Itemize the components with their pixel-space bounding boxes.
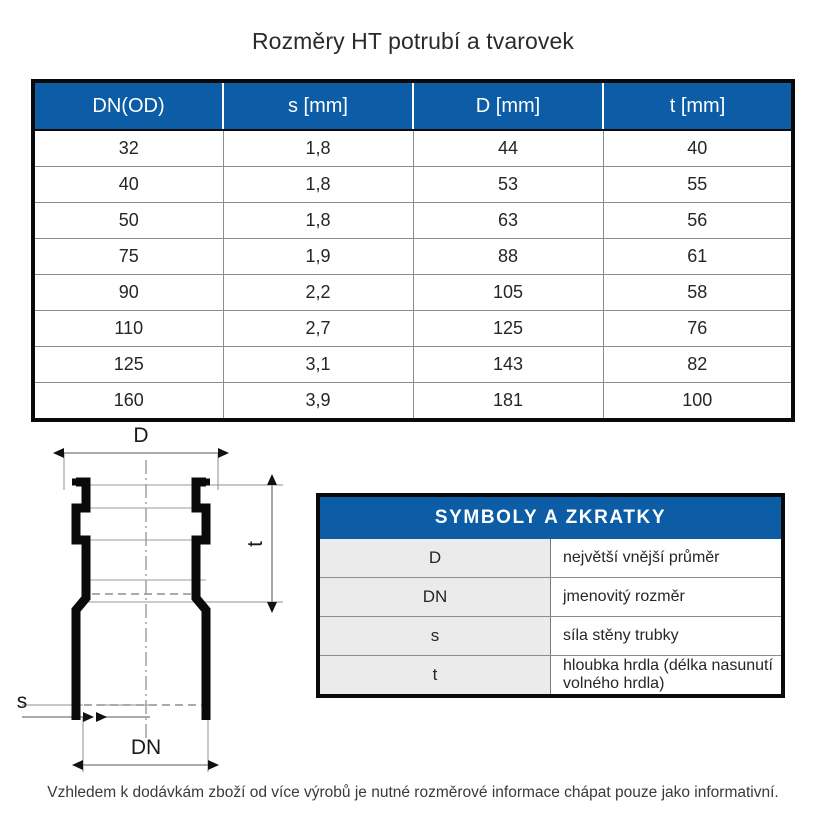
dimension-D: D bbox=[53, 424, 229, 458]
symbol-meaning: jmenovitý rozměr bbox=[550, 577, 783, 617]
dimension-s: s bbox=[17, 690, 150, 722]
column-header-d: D [mm] bbox=[413, 81, 604, 131]
dimension-DN: DN bbox=[72, 736, 219, 770]
page-title: Rozměry HT potrubí a tvarovek bbox=[251, 28, 575, 54]
column-header-t: t [mm] bbox=[603, 81, 793, 131]
symbols-table: SYMBOLY A ZKRATKY D největší vnější prům… bbox=[316, 493, 785, 698]
dimension-label-t: t bbox=[244, 541, 267, 547]
cell-t: 82 bbox=[603, 346, 793, 383]
pipe-wall-right bbox=[191, 477, 211, 720]
table-row: 75 1,9 88 61 bbox=[33, 238, 793, 275]
cell-t: 55 bbox=[603, 166, 793, 203]
cell-t: 56 bbox=[603, 202, 793, 239]
witness-lines bbox=[22, 453, 283, 772]
symbol-meaning: největší vnější průměr bbox=[550, 539, 783, 578]
symbol-key: s bbox=[318, 616, 551, 656]
cell-dn: 110 bbox=[33, 310, 224, 347]
cell-t: 40 bbox=[603, 130, 793, 167]
cell-dn: 160 bbox=[33, 382, 224, 420]
symbols-header-row: SYMBOLY A ZKRATKY bbox=[318, 495, 783, 539]
table-row: 160 3,9 181 100 bbox=[33, 382, 793, 420]
table-row: 50 1,8 63 56 bbox=[33, 202, 793, 239]
cell-t: 61 bbox=[603, 238, 793, 275]
symbol-meaning: hloubka hrdla (délka nasunutí volného hr… bbox=[550, 655, 783, 696]
cell-t: 76 bbox=[603, 310, 793, 347]
dimension-label-s: s bbox=[17, 690, 28, 713]
cell-dn: 50 bbox=[33, 202, 224, 239]
cell-s: 3,9 bbox=[223, 382, 414, 420]
dimension-label-DN: DN bbox=[131, 736, 161, 759]
table-row: 125 3,1 143 82 bbox=[33, 346, 793, 383]
cell-s: 1,8 bbox=[223, 130, 414, 167]
cell-d: 181 bbox=[413, 382, 604, 420]
cell-d: 105 bbox=[413, 274, 604, 311]
cell-s: 2,2 bbox=[223, 274, 414, 311]
cell-dn: 32 bbox=[33, 130, 224, 167]
symbols-row: s síla stěny trubky bbox=[318, 616, 783, 656]
cell-s: 2,7 bbox=[223, 310, 414, 347]
symbols-row: DN jmenovitý rozměr bbox=[318, 577, 783, 617]
cell-s: 1,9 bbox=[223, 238, 414, 275]
column-header-dn: DN(OD) bbox=[33, 81, 224, 131]
cell-s: 1,8 bbox=[223, 166, 414, 203]
dimension-t: t bbox=[244, 474, 277, 613]
column-header-s: s [mm] bbox=[223, 81, 414, 131]
symbol-key: D bbox=[318, 539, 551, 578]
cell-d: 44 bbox=[413, 130, 604, 167]
cell-t: 100 bbox=[603, 382, 793, 420]
symbol-key: DN bbox=[318, 577, 551, 617]
cell-t: 58 bbox=[603, 274, 793, 311]
cell-d: 88 bbox=[413, 238, 604, 275]
pipe-wall-left bbox=[71, 477, 91, 720]
footer-note: Vzhledem k dodávkám zboží od více výrobů… bbox=[47, 784, 779, 801]
cell-dn: 40 bbox=[33, 166, 224, 203]
symbols-row: t hloubka hrdla (délka nasunutí volného … bbox=[318, 655, 783, 696]
dimensions-table: DN(OD) s [mm] D [mm] t [mm] 32 1,8 44 40… bbox=[31, 79, 795, 422]
cell-s: 1,8 bbox=[223, 202, 414, 239]
cell-dn: 90 bbox=[33, 274, 224, 311]
cell-dn: 125 bbox=[33, 346, 224, 383]
symbols-table-title: SYMBOLY A ZKRATKY bbox=[318, 495, 783, 539]
cell-d: 125 bbox=[413, 310, 604, 347]
table-row: 32 1,8 44 40 bbox=[33, 130, 793, 167]
cell-s: 3,1 bbox=[223, 346, 414, 383]
table-header-row: DN(OD) s [mm] D [mm] t [mm] bbox=[33, 81, 793, 131]
cell-d: 53 bbox=[413, 166, 604, 203]
table-row: 40 1,8 53 55 bbox=[33, 166, 793, 203]
cell-d: 143 bbox=[413, 346, 604, 383]
pipe-cross-section-drawing: D t s DN bbox=[17, 424, 283, 772]
table-row: 110 2,7 125 76 bbox=[33, 310, 793, 347]
symbol-meaning: síla stěny trubky bbox=[550, 616, 783, 656]
cell-d: 63 bbox=[413, 202, 604, 239]
cell-dn: 75 bbox=[33, 238, 224, 275]
dimension-label-D: D bbox=[133, 424, 148, 447]
table-row: 90 2,2 105 58 bbox=[33, 274, 793, 311]
symbols-row: D největší vnější průměr bbox=[318, 539, 783, 578]
symbol-key: t bbox=[318, 655, 551, 696]
